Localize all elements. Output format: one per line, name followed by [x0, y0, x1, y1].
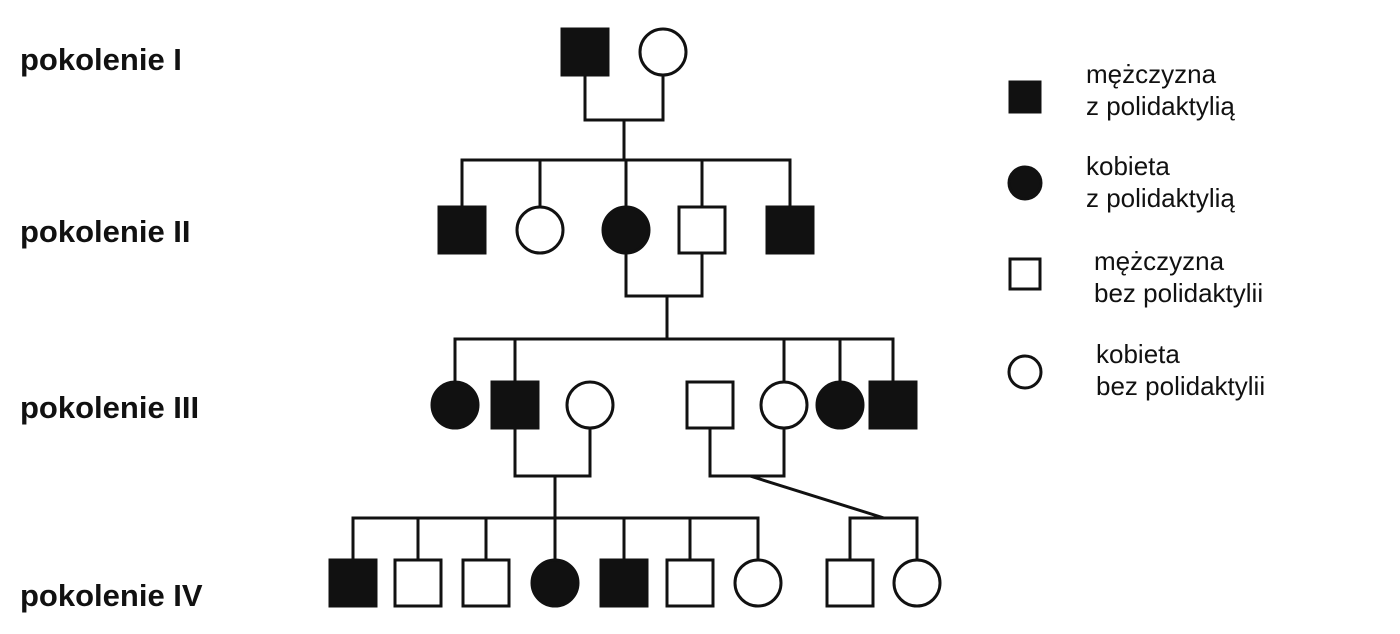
generation-label-3: pokolenie III	[20, 390, 200, 425]
female-unaffected-i-2	[638, 27, 688, 77]
male-unaffected-iii-4	[685, 380, 735, 430]
descent-line	[749, 474, 885, 520]
female-unaffected-ii-2	[515, 205, 565, 255]
female-affected-iv-4	[530, 558, 580, 608]
male-unaffected-iv-2	[393, 558, 443, 608]
mating-line	[513, 428, 592, 478]
legend-symbol-square-open	[1008, 257, 1042, 291]
female-unaffected-iv-9	[892, 558, 942, 608]
legend-entry-affected-female: kobieta z polidaktylią	[1086, 150, 1235, 214]
legend-text-line1: kobieta	[1096, 339, 1180, 369]
male-affected-ii-5	[765, 205, 815, 255]
mating-line	[624, 253, 704, 298]
legend-text-line1: mężczyzna	[1086, 59, 1217, 89]
legend-entry-affected-male: mężczyzna z polidaktylią	[1086, 58, 1235, 122]
legend-symbol-square-filled	[1008, 80, 1042, 114]
female-affected-iii-6	[815, 380, 865, 430]
mating-line	[583, 75, 665, 122]
legend-text-line2: bez polidaktylii	[1096, 371, 1266, 401]
female-affected-iii-1	[430, 380, 480, 430]
male-affected-iv-1	[328, 558, 378, 608]
legend-text-line1: kobieta	[1086, 151, 1170, 181]
male-affected-iii-7	[868, 380, 918, 430]
male-affected-i-1	[560, 27, 610, 77]
generation-label-1: pokolenie I	[20, 42, 182, 77]
female-unaffected-iii-5	[759, 380, 809, 430]
legend-text-line2: z polidaktylią	[1086, 91, 1235, 121]
pedigree-symbols	[328, 27, 942, 608]
female-unaffected-iv-7	[733, 558, 783, 608]
generation-label-4: pokolenie IV	[20, 578, 203, 613]
male-unaffected-iv-6	[665, 558, 715, 608]
legend-text-line2: bez polidaktylii	[1094, 278, 1264, 308]
female-unaffected-iii-3	[565, 380, 615, 430]
legend-text-line1: mężczyzna	[1094, 246, 1225, 276]
generation-label-2: pokolenie II	[20, 214, 191, 249]
legend-text-line2: z polidaktylią	[1086, 183, 1235, 213]
female-affected-ii-3	[601, 205, 651, 255]
male-unaffected-iv-3	[461, 558, 511, 608]
male-affected-ii-1	[437, 205, 487, 255]
sibship-line	[453, 337, 895, 382]
legend-symbols	[1007, 80, 1043, 390]
male-affected-iv-5	[599, 558, 649, 608]
legend-entry-unaffected-male: mężczyzna bez polidaktylii	[1094, 245, 1263, 309]
male-unaffected-ii-4	[677, 205, 727, 255]
pedigree-lines	[351, 75, 919, 560]
legend-symbol-circle-open	[1007, 354, 1043, 390]
legend-symbol-circle-filled	[1007, 165, 1043, 201]
male-unaffected-iv-8	[825, 558, 875, 608]
mating-line	[708, 428, 786, 478]
sibship-line	[848, 516, 919, 560]
legend-entry-unaffected-female: kobieta bez polidaktylii	[1096, 338, 1265, 402]
male-affected-iii-2	[490, 380, 540, 430]
